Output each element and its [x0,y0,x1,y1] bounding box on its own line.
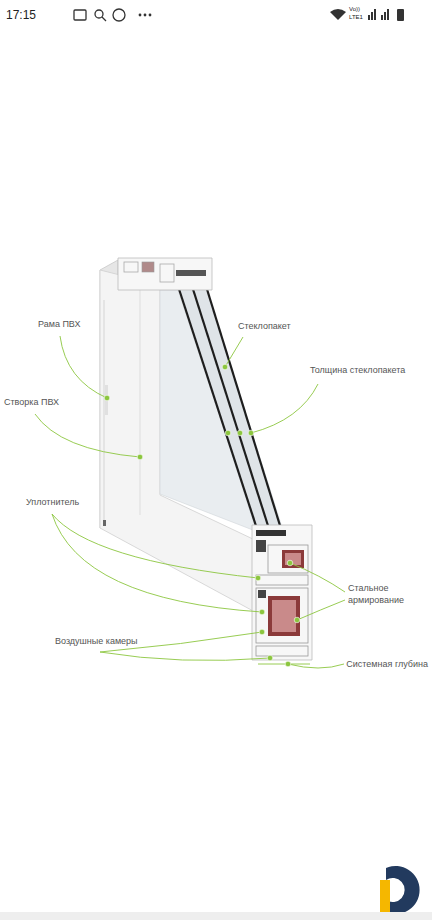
status-icons [74,9,125,21]
part-label: Системная глубина [346,658,428,670]
part-label: Стеклопакет [238,320,291,332]
part-label: Створка ПВХ [4,396,59,408]
status-text: Vo)) [349,6,360,13]
part-label: Толщина стеклопакета [310,364,405,376]
logo [380,866,420,914]
clock: 17:15 [6,8,36,22]
leader-dots [104,364,300,667]
window-profile [100,258,312,660]
part-label: Стальное армирование [348,582,414,606]
part-label: Воздушные камеры [55,635,138,647]
part-label: Уплотнитель [26,496,79,508]
status-text: LTE1 [349,14,363,21]
leader-lines [35,336,345,668]
part-label: Рама ПВХ [38,318,80,330]
nav-bar [0,912,432,920]
